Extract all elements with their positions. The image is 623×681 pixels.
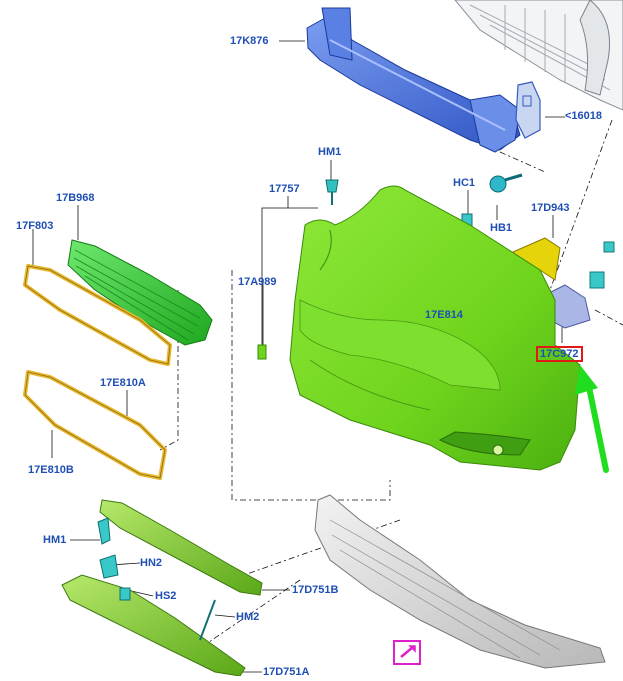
label-17E810A[interactable]: 17E810A [100, 377, 146, 389]
bracket-16018[interactable] [515, 81, 541, 139]
bumper-cover-17757[interactable] [257, 185, 581, 471]
grille-trim-17F803[interactable] [23, 264, 172, 366]
fastener-HB1[interactable] [489, 173, 523, 193]
label-HM1-lower[interactable]: HM1 [43, 534, 67, 546]
label-HM1-top[interactable]: HM1 [318, 146, 342, 158]
label-17E814[interactable]: 17E814 [425, 309, 463, 321]
lower-grille-trim[interactable] [23, 370, 167, 480]
green-arrow-icon [575, 365, 609, 473]
label-17E810B[interactable]: 17E810B [28, 464, 74, 476]
label-17757[interactable]: 17757 [269, 183, 300, 195]
label-17K876[interactable]: 17K876 [230, 35, 269, 47]
label-16018[interactable]: <16018 [565, 110, 603, 122]
lower-trim-17D751B[interactable] [99, 499, 263, 596]
label-17C972-highlighted[interactable]: 17C972 [536, 346, 583, 362]
camera-view-icon[interactable] [393, 640, 421, 665]
label-17B968[interactable]: 17B968 [56, 192, 95, 204]
label-HM2[interactable]: HM2 [236, 611, 260, 623]
label-17D751A[interactable]: 17D751A [263, 666, 310, 678]
clip-right-upper[interactable] [589, 241, 615, 289]
label-17D751B[interactable]: 17D751B [292, 584, 339, 596]
leader-lines [32, 40, 565, 673]
label-17D943[interactable]: 17D943 [531, 202, 570, 214]
label-HC1[interactable]: HC1 [453, 177, 476, 189]
fasteners-lower[interactable] [97, 517, 216, 641]
label-HB1[interactable]: HB1 [490, 222, 513, 234]
lower-trim-17D751A[interactable] [61, 574, 246, 677]
label-HS2[interactable]: HS2 [155, 590, 177, 602]
air-deflector[interactable] [314, 494, 606, 669]
label-HN2[interactable]: HN2 [140, 557, 163, 569]
radiator-support [454, 0, 623, 111]
upper-grille[interactable] [67, 239, 213, 346]
label-17A989[interactable]: 17A989 [238, 276, 277, 288]
reinforcement-beam[interactable] [306, 7, 521, 153]
label-17F803[interactable]: 17F803 [16, 220, 54, 232]
fastener-HM1-top[interactable] [325, 179, 339, 205]
